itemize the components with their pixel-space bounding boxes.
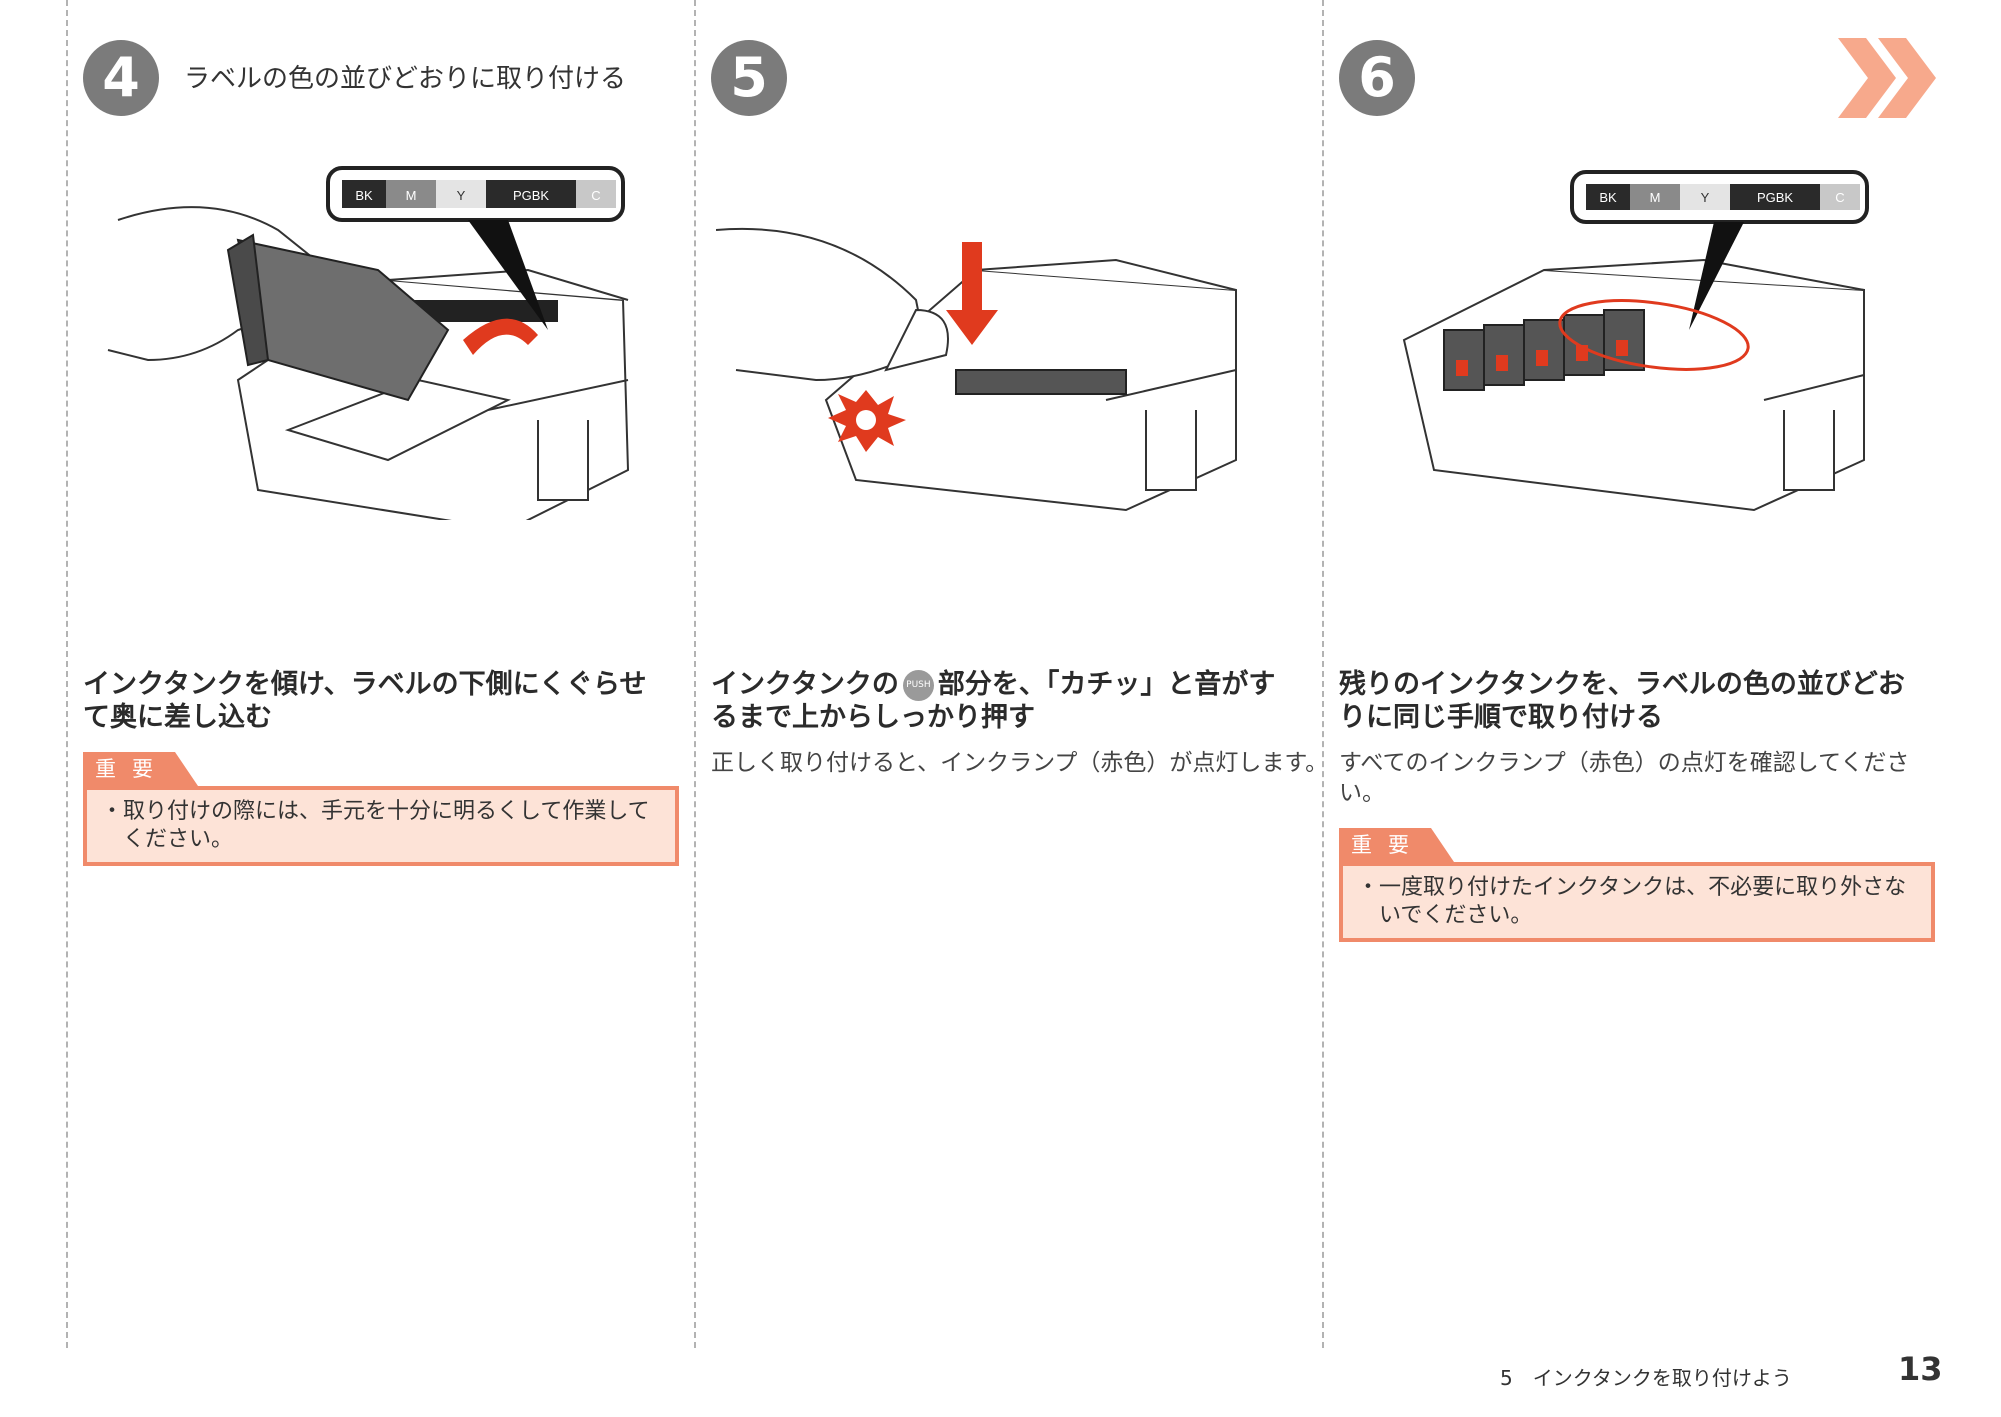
step-body-text: すべてのインクランプ（赤色）の点灯を確認してください。: [1339, 750, 1910, 806]
step-6: 6 BK M Y PGBK C: [1324, 0, 1935, 1348]
column-divider-left: [66, 0, 68, 1348]
ink-color-label: BK M Y PGBK C: [326, 166, 625, 330]
important-label: 重要: [1339, 828, 1454, 862]
label-m: M: [1650, 190, 1661, 205]
column-divider-1: [694, 0, 696, 1348]
step-heading: インクタンクを傾け、ラベルの下側にくぐらせて奥に差し込む: [83, 669, 647, 733]
label-bk: BK: [355, 188, 373, 203]
notice-box: ・ 取り付けの際には、手元を十分に明るくして作業してください。: [83, 786, 679, 866]
notice-text: 一度取り付けたインクタンクは、不必要に取り外さないでください。: [1379, 875, 1907, 928]
label-pgbk: PGBK: [513, 188, 549, 203]
notice-box: ・ 一度取り付けたインクタンクは、不必要に取り外さないでください。: [1339, 862, 1935, 942]
next-page-arrow-icon[interactable]: [1838, 38, 1938, 118]
label-m: M: [406, 188, 417, 203]
push-icon: PUSH: [902, 670, 934, 701]
ink-tank-push-illustration: [716, 227, 1237, 512]
step-title: ラベルの色の並びどおりに取り付ける: [184, 64, 627, 94]
step-number-badge: 4: [83, 40, 159, 116]
all-tanks-installed-illustration: BK M Y PGBK C: [1402, 170, 1869, 512]
step-4: 4 ラベルの色の並びどおりに取り付ける BK M Y PGBK C: [68, 0, 679, 1348]
label-pgbk: PGBK: [1757, 190, 1793, 205]
label-bk: BK: [1599, 190, 1617, 205]
bullet-mark: ・: [101, 799, 124, 824]
important-notice: 重要 ・ 一度取り付けたインクタンクは、不必要に取り外さないでください。: [1339, 828, 1935, 942]
label-c: C: [1835, 190, 1844, 205]
label-y: Y: [457, 188, 466, 203]
footer-section-title: 5 インクタンクを取り付けよう: [1500, 1366, 1792, 1390]
step-number-badge: 6: [1339, 40, 1415, 116]
step-heading: 残りのインクタンクを、ラベルの色の並びどおりに同じ手順で取り付ける: [1339, 669, 1905, 733]
label-y: Y: [1701, 190, 1710, 205]
label-c: C: [591, 188, 600, 203]
page-number: 13: [1898, 1350, 1943, 1388]
important-notice: 重要 ・ 取り付けの際には、手元を十分に明るくして作業してください。: [83, 752, 679, 866]
important-label: 重要: [83, 752, 198, 786]
step-body-text: 正しく取り付けると、インクランプ（赤色）が点灯します。: [711, 750, 1329, 776]
heading-text-post: 部分を、「カチッ」と音がするまで上からしっかり押す: [711, 669, 1276, 733]
step-number-badge: 5: [711, 40, 787, 116]
ink-tank-tilt-illustration: BK M Y PGBK C: [107, 166, 630, 520]
notice-text: 取り付けの際には、手元を十分に明るくして作業してください。: [123, 799, 650, 852]
ink-color-label: BK M Y PGBK C: [1570, 170, 1869, 330]
column-divider-2: [1322, 0, 1324, 1348]
bullet-mark: ・: [1357, 875, 1380, 900]
heading-text-pre: インクタンクの: [711, 669, 899, 700]
